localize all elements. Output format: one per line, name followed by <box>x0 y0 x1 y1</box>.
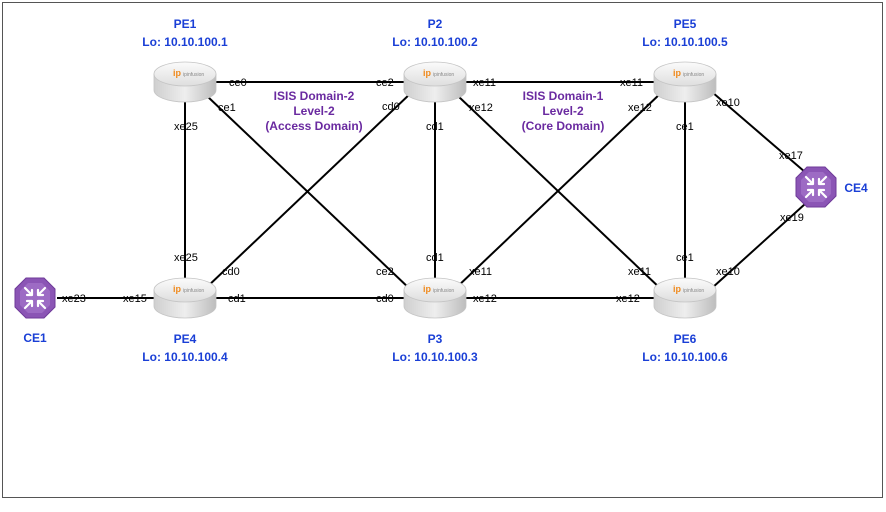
iface-pe6-xe12: xe12 <box>616 293 640 305</box>
p2-loopback: Lo: 10.10.100.2 <box>392 35 478 49</box>
pe5-name: PE5 <box>674 17 697 31</box>
logo-text: ipinfusion <box>683 288 704 294</box>
domain2-line1: ISIS Domain-2 <box>274 89 355 103</box>
iface-pe1-ce0: ce0 <box>229 77 247 89</box>
iface-p3-cd0: cd0 <box>376 293 394 305</box>
logo-ip: ip <box>423 68 432 78</box>
logo-text: ipinfusion <box>183 288 204 294</box>
ce4-name: CE4 <box>844 181 868 195</box>
iface-pe5-xe11: xe11 <box>620 77 643 89</box>
domain2-line3: (Access Domain) <box>265 119 362 133</box>
logo-ip: ip <box>423 284 432 294</box>
iface-p2-xe12: xe12 <box>469 102 493 114</box>
p3-name: P3 <box>428 332 443 346</box>
pe4-loopback: Lo: 10.10.100.4 <box>142 350 228 364</box>
p2-name: P2 <box>428 17 443 31</box>
iface-ce4-xe17: xe17 <box>779 150 803 162</box>
logo-text: ipinfusion <box>433 72 454 78</box>
p3-loopback: Lo: 10.10.100.3 <box>392 350 478 364</box>
pe1-name: PE1 <box>174 17 197 31</box>
iface-pe4-xe25: xe25 <box>174 252 198 264</box>
iface-pe4-cd0: cd0 <box>222 266 240 278</box>
domain1-line3: (Core Domain) <box>522 119 605 133</box>
logo-text: ipinfusion <box>433 288 454 294</box>
iface-p3-cd1: cd1 <box>426 252 444 264</box>
iface-p2-cd1: cd1 <box>426 121 444 133</box>
domain2-line2: Level-2 <box>293 104 335 118</box>
logo-text: ipinfusion <box>683 72 704 78</box>
iface-pe6-xe10: xe10 <box>716 266 740 278</box>
link-pe5-p3 <box>455 91 663 289</box>
ce4-router-icon[interactable] <box>794 165 838 209</box>
pe4-name: PE4 <box>174 332 197 346</box>
links <box>57 81 806 299</box>
interface-labels: ce0 ce1 xe25 ce2 cd0 cd1 xe11 xe12 xe11 … <box>62 77 804 305</box>
iface-p2-xe11: xe11 <box>473 77 496 89</box>
logo-ip: ip <box>173 284 182 294</box>
link-pe6-ce4 <box>711 203 806 289</box>
iface-ce1-xe23: xe23 <box>62 293 86 305</box>
iface-pe1-ce1: ce1 <box>218 102 236 114</box>
iface-pe5-xe10: xe10 <box>716 97 740 109</box>
pe1-loopback: Lo: 10.10.100.1 <box>142 35 228 49</box>
link-pe5-ce4 <box>711 91 806 173</box>
iface-pe4-xe15: xe15 <box>123 293 147 305</box>
domain1-line1: ISIS Domain-1 <box>523 89 604 103</box>
iface-p3-xe11: xe11 <box>469 266 492 278</box>
ce1-name: CE1 <box>23 331 47 345</box>
router-pe6[interactable]: ip ipinfusion <box>653 277 717 319</box>
link-pe1-p3 <box>206 95 412 291</box>
link-p2-pe6 <box>457 95 663 291</box>
iface-p2-ce2: ce2 <box>376 77 394 89</box>
iface-p3-xe12: xe12 <box>473 293 497 305</box>
router-pe5[interactable]: ip ipinfusion <box>653 61 717 103</box>
logo-text: ipinfusion <box>183 72 204 78</box>
pe6-name: PE6 <box>674 332 697 346</box>
router-pe1[interactable]: ip ipinfusion <box>153 61 217 103</box>
logo-ip: ip <box>673 68 682 78</box>
iface-pe4-cd1: cd1 <box>228 293 246 305</box>
logo-ip: ip <box>673 284 682 294</box>
link-p2-pe4 <box>205 91 413 289</box>
pe5-loopback: Lo: 10.10.100.5 <box>642 35 728 49</box>
router-pe4[interactable]: ip ipinfusion <box>153 277 217 319</box>
domain1-line2: Level-2 <box>542 104 584 118</box>
iface-pe1-xe25: xe25 <box>174 121 198 133</box>
iface-pe5-xe12: xe12 <box>628 102 652 114</box>
router-p3[interactable]: ip ipinfusion <box>403 277 467 319</box>
iface-pe5-ce1: ce1 <box>676 121 694 133</box>
router-p2[interactable]: ip ipinfusion <box>403 61 467 103</box>
iface-pe6-ce1: ce1 <box>676 252 694 264</box>
ce1-router-icon[interactable] <box>13 276 57 320</box>
logo-ip: ip <box>173 68 182 78</box>
iface-pe6-xe11: xe11 <box>628 266 651 278</box>
iface-ce4-xe19: xe19 <box>780 212 804 224</box>
iface-p2-cd0: cd0 <box>382 101 400 113</box>
iface-p3-ce2: ce2 <box>376 266 394 278</box>
pe6-loopback: Lo: 10.10.100.6 <box>642 350 728 364</box>
